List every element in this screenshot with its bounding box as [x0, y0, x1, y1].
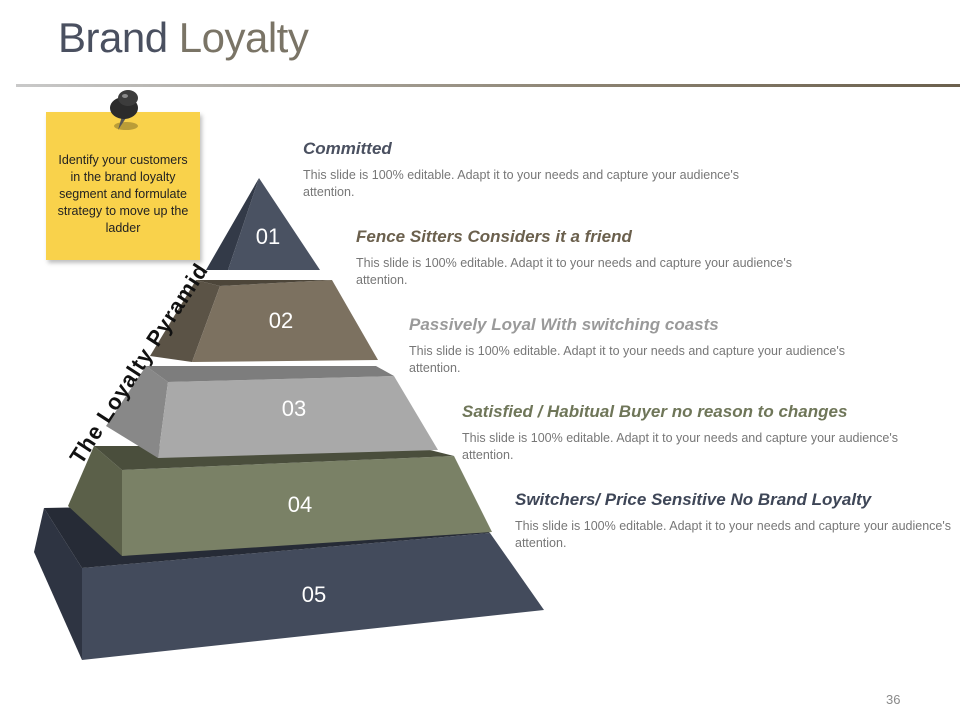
tier-01-front: [228, 178, 320, 270]
tier-05-number: 05: [302, 582, 326, 607]
page-title: Brand Loyalty: [58, 14, 309, 62]
tier-03-title: Passively Loyal With switching coasts: [409, 315, 719, 334]
tier-01-label: Committed This slide is 100% editable. A…: [303, 139, 763, 201]
page-number: 36: [886, 692, 901, 707]
tier-01-side: [206, 178, 259, 270]
pyramid-tier-03: 03: [106, 366, 438, 458]
tier-01-title: Committed: [303, 139, 392, 158]
tier-03-description: This slide is 100% editable. Adapt it to…: [409, 344, 845, 375]
tier-04-label: Satisfied / Habitual Buyer no reason to …: [462, 402, 922, 464]
tier-04-description: This slide is 100% editable. Adapt it to…: [462, 431, 898, 462]
title-word-2: Loyalty: [178, 14, 309, 61]
pyramid-tier-01: 01: [206, 178, 320, 270]
tier-02-label: Fence Sitters Considers it a friend This…: [356, 227, 816, 289]
tier-05-title: Switchers/ Price Sensitive No Brand Loya…: [515, 490, 872, 509]
tier-03-front: [158, 376, 438, 458]
tier-01-description: This slide is 100% editable. Adapt it to…: [303, 168, 739, 199]
title-divider: [16, 84, 960, 87]
tier-02-front: [192, 280, 378, 362]
tier-03-side: [106, 366, 168, 458]
tier-05-side: [34, 508, 82, 660]
tier-04-number: 04: [288, 492, 312, 517]
tier-03-top: [146, 366, 394, 382]
pyramid-tier-02: 02: [150, 280, 378, 362]
tier-05-front: [82, 533, 544, 660]
tier-04-side: [68, 446, 122, 556]
tier-02-top: [196, 280, 332, 286]
tier-02-number: 02: [269, 308, 293, 333]
tier-02-side: [150, 280, 220, 362]
tier-02-title: Fence Sitters Considers it a friend: [356, 227, 632, 246]
pushpin-icon: [110, 90, 138, 130]
tier-03-number: 03: [282, 396, 306, 421]
tier-03-label: Passively Loyal With switching coasts Th…: [409, 315, 869, 377]
tier-05-description: This slide is 100% editable. Adapt it to…: [515, 519, 951, 550]
tier-05-label: Switchers/ Price Sensitive No Brand Loya…: [515, 490, 955, 552]
tier-04-front: [122, 456, 492, 556]
title-word-1: Brand: [58, 14, 168, 61]
sticky-note-text: Identify your customers in the brand loy…: [57, 153, 189, 235]
tier-02-description: This slide is 100% editable. Adapt it to…: [356, 256, 792, 287]
sticky-note: Identify your customers in the brand loy…: [46, 112, 200, 260]
tier-04-title: Satisfied / Habitual Buyer no reason to …: [462, 402, 848, 421]
tier-01-number: 01: [256, 224, 280, 249]
